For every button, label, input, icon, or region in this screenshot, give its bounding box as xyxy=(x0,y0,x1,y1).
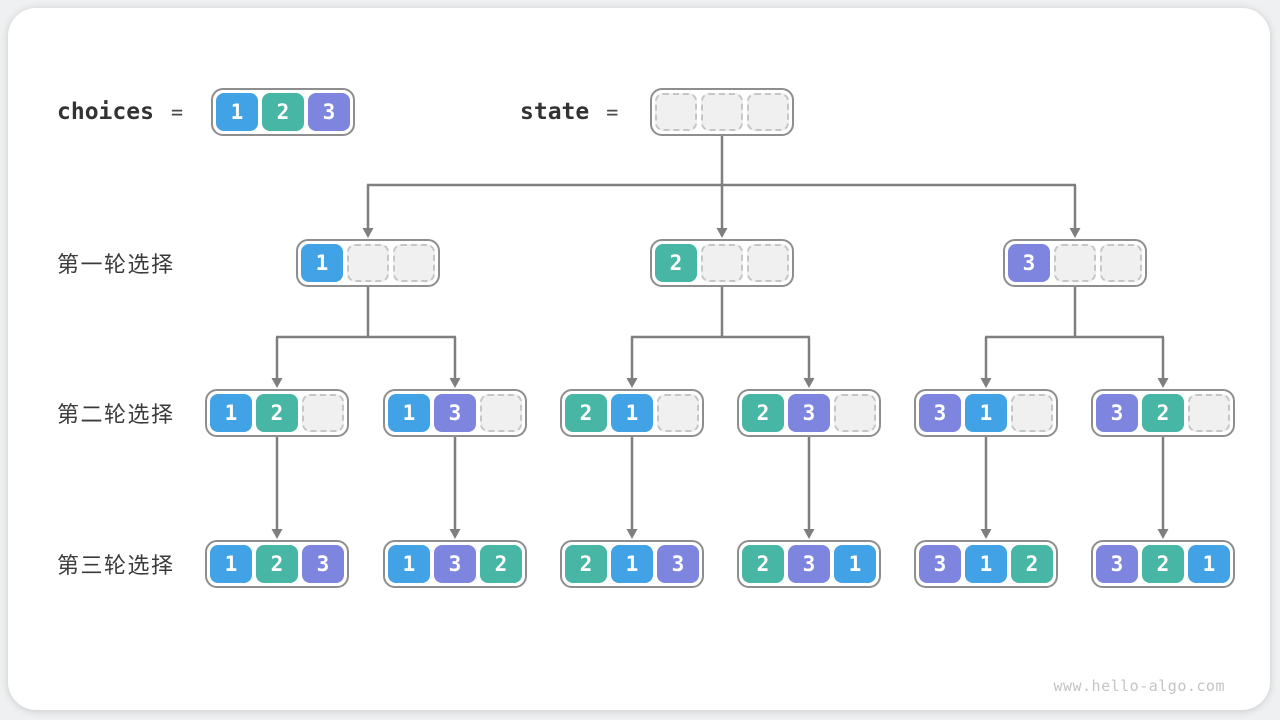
round-3-label: 第三轮选择 xyxy=(57,553,175,578)
choice-cell-2: 2 xyxy=(1142,545,1184,583)
choice-cell-2: 2 xyxy=(256,394,298,432)
choice-cell-1: 1 xyxy=(216,93,258,131)
empty-cell xyxy=(747,244,789,282)
round-1-label: 第一轮选择 xyxy=(57,252,175,277)
choice-cell-1: 1 xyxy=(965,545,1007,583)
choice-cell-3: 3 xyxy=(434,394,476,432)
round1-box-3: 3 xyxy=(1003,239,1147,287)
choice-cell-3: 3 xyxy=(1096,394,1138,432)
choice-cell-2: 2 xyxy=(742,545,784,583)
choice-cell-1: 1 xyxy=(210,545,252,583)
choice-cell-3: 3 xyxy=(919,394,961,432)
choice-cell-1: 1 xyxy=(1188,545,1230,583)
empty-cell xyxy=(701,244,743,282)
choice-cell-2: 2 xyxy=(256,545,298,583)
round-2-label: 第二轮选择 xyxy=(57,402,175,427)
choice-cell-2: 2 xyxy=(565,545,607,583)
round1-box-1: 1 xyxy=(296,239,440,287)
choice-cell-3: 3 xyxy=(657,545,699,583)
empty-cell xyxy=(302,394,344,432)
choice-cell-1: 1 xyxy=(965,394,1007,432)
empty-cell xyxy=(655,93,697,131)
choice-cell-2: 2 xyxy=(480,545,522,583)
choice-cell-1: 1 xyxy=(834,545,876,583)
empty-cell xyxy=(834,394,876,432)
choice-cell-3: 3 xyxy=(919,545,961,583)
state-equals-sign: = xyxy=(606,100,619,124)
choice-cell-2: 2 xyxy=(655,244,697,282)
empty-cell xyxy=(1100,244,1142,282)
choices-definition: choices = xyxy=(57,88,183,136)
empty-cell xyxy=(747,93,789,131)
state-box xyxy=(650,88,794,136)
choice-cell-2: 2 xyxy=(1011,545,1053,583)
choice-cell-1: 1 xyxy=(301,244,343,282)
choice-cell-2: 2 xyxy=(1142,394,1184,432)
choice-cell-3: 3 xyxy=(308,93,350,131)
choice-cell-3: 3 xyxy=(1008,244,1050,282)
choices-equals-sign: = xyxy=(170,100,183,124)
choice-cell-1: 1 xyxy=(388,545,430,583)
choice-cell-1: 1 xyxy=(210,394,252,432)
empty-cell xyxy=(657,394,699,432)
empty-cell xyxy=(1188,394,1230,432)
choice-cell-1: 1 xyxy=(388,394,430,432)
choice-cell-2: 2 xyxy=(742,394,784,432)
choice-cell-3: 3 xyxy=(302,545,344,583)
empty-cell xyxy=(1011,394,1053,432)
state-label: state xyxy=(520,99,590,125)
empty-cell xyxy=(480,394,522,432)
watermark: www.hello-algo.com xyxy=(1053,677,1225,695)
choice-cell-1: 1 xyxy=(611,545,653,583)
choice-cell-3: 3 xyxy=(788,545,830,583)
choice-cell-2: 2 xyxy=(565,394,607,432)
choice-cell-2: 2 xyxy=(262,93,304,131)
choice-cell-1: 1 xyxy=(611,394,653,432)
empty-cell xyxy=(393,244,435,282)
empty-cell xyxy=(701,93,743,131)
choice-cell-3: 3 xyxy=(788,394,830,432)
empty-cell xyxy=(1054,244,1096,282)
round1-box-2: 2 xyxy=(650,239,794,287)
choice-cell-3: 3 xyxy=(1096,545,1138,583)
choice-cell-3: 3 xyxy=(434,545,476,583)
state-definition: state = xyxy=(520,88,618,136)
empty-cell xyxy=(347,244,389,282)
choices-label: choices xyxy=(57,99,154,125)
